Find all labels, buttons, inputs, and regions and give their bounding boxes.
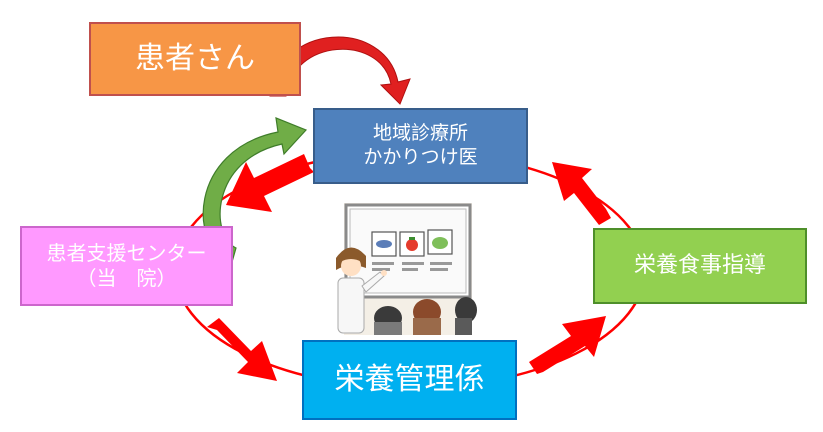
clinic-node: 地域診療所 かかりつけ医 xyxy=(313,108,528,184)
arrow-support-to-nutrition xyxy=(207,318,277,381)
dietitian-lecture-illustration xyxy=(336,203,477,335)
nutrition-management-node: 栄養管理係 xyxy=(302,340,517,420)
arrow-patient-to-clinic xyxy=(269,36,411,105)
support-center-node: 患者支援センター （当 院） xyxy=(20,226,233,306)
clinic-label-line1: 地域診療所 xyxy=(372,122,468,145)
clinic-label-line2: かかりつけ医 xyxy=(363,146,478,168)
vegetable-card xyxy=(427,229,453,255)
patient-label: 患者さん xyxy=(135,41,255,77)
arrow-nutrition-to-guidance xyxy=(529,316,606,374)
nutrition-guidance-node: 栄養食事指導 xyxy=(593,228,807,304)
support-center-label-line2: （当 院） xyxy=(76,266,177,290)
nutrition-guidance-label: 栄養食事指導 xyxy=(633,253,766,279)
arrow-guidance-to-clinic xyxy=(552,162,611,225)
nutrition-management-label: 栄養管理係 xyxy=(334,362,485,398)
patient-node: 患者さん xyxy=(89,22,301,96)
support-center-label-line1: 患者支援センター xyxy=(46,241,207,265)
arrow-clinic-to-support xyxy=(226,154,314,212)
